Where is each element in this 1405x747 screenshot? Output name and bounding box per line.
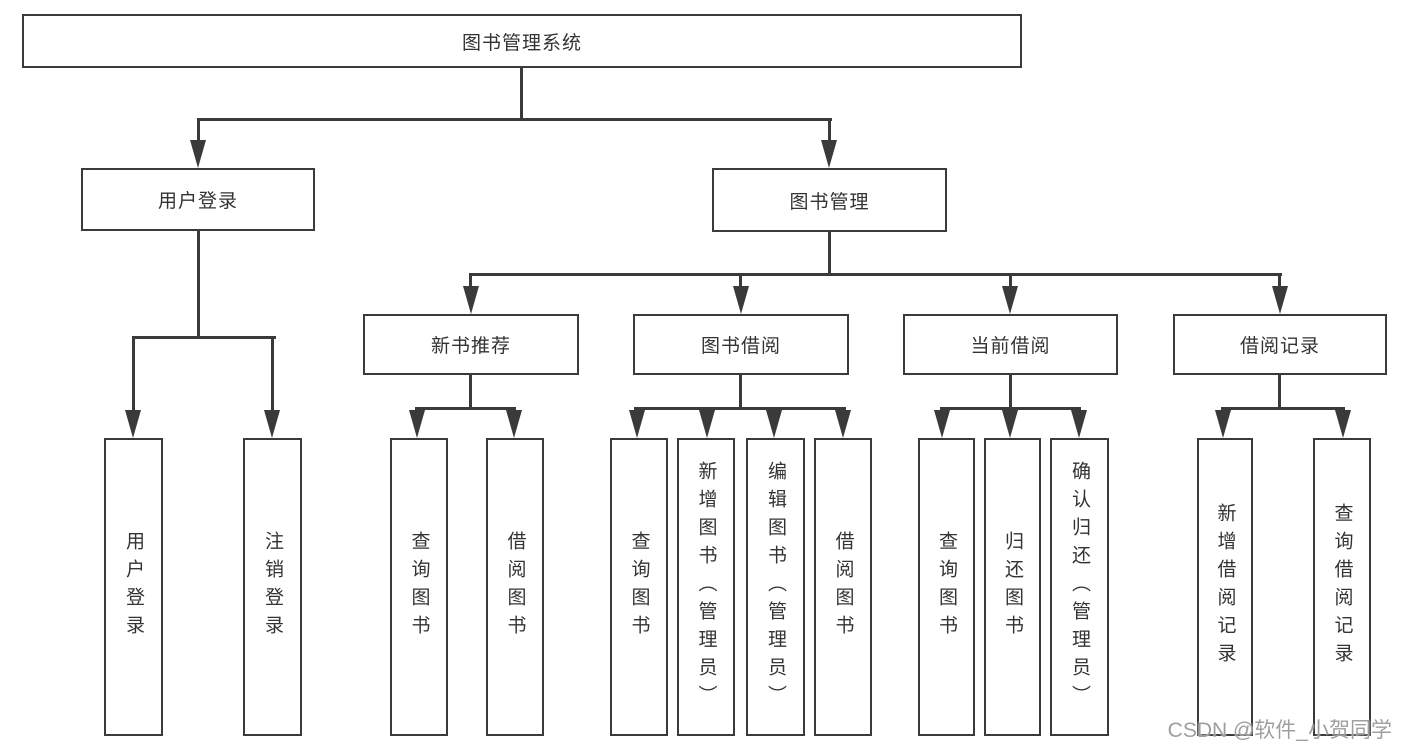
- leaf-query-book-borrow: 查询图书: [610, 438, 668, 736]
- leaf-borrow-book-recommend-label: 借阅图书: [504, 531, 526, 643]
- leaf-borrow-book-recommend: 借阅图书: [486, 438, 544, 736]
- leaf-borrow-book: 借阅图书: [814, 438, 872, 736]
- connector-current-stem: [1009, 375, 1012, 410]
- arrow-down-icon: [463, 286, 479, 314]
- arrow-down-icon: [506, 410, 522, 438]
- node-new-book-recommend: 新书推荐: [363, 314, 579, 375]
- arrow-down-icon: [125, 410, 141, 438]
- csdn-watermark: CSDN @软件_小贺同学: [1167, 719, 1392, 742]
- leaf-add-book-admin-label: 新增图书（管理员）: [695, 461, 717, 713]
- leaf-query-book-current-label: 查询图书: [936, 531, 957, 643]
- leaf-add-borrow-record-label: 新增借阅记录: [1214, 503, 1236, 671]
- arrow-down-icon: [733, 286, 749, 314]
- leaf-confirm-return-admin-label: 确认归还（管理员）: [1069, 461, 1090, 713]
- connector-borrow-stem: [739, 375, 742, 410]
- leaf-add-book-admin: 新增图书（管理员）: [677, 438, 735, 736]
- connector-user-login-arrow-stem: [197, 118, 200, 146]
- arrow-down-icon: [1071, 410, 1087, 438]
- leaf-edit-book-admin: 编辑图书（管理员）: [746, 438, 805, 736]
- leaf-edit-book-admin-label: 编辑图书（管理员）: [765, 461, 786, 713]
- node-new-book-recommend-label: 新书推荐: [430, 336, 511, 357]
- arrow-down-icon: [1272, 286, 1288, 314]
- arrow-down-icon: [699, 410, 715, 438]
- node-current-borrow: 当前借阅: [903, 314, 1118, 375]
- leaf-query-book-current: 查询图书: [918, 438, 975, 736]
- connector-book-mgmt-arrow-stem: [828, 118, 831, 146]
- node-user-login-label: 用户登录: [157, 191, 238, 212]
- arrow-down-icon: [409, 410, 425, 438]
- connector-leaf-stem: [132, 336, 135, 414]
- connector-recommend-bar: [415, 407, 516, 410]
- connector-records-bar: [1221, 407, 1345, 410]
- connector-level3-stem: [1278, 273, 1281, 290]
- leaf-user-login: 用户登录: [104, 438, 163, 736]
- arrow-down-icon: [1335, 410, 1351, 438]
- node-user-login: 用户登录: [81, 168, 315, 231]
- leaf-logout: 注销登录: [243, 438, 302, 736]
- arrow-down-icon: [264, 410, 280, 438]
- leaf-logout-label: 注销登录: [262, 531, 283, 643]
- leaf-user-login-label: 用户登录: [123, 531, 144, 643]
- connector-level2-bar: [197, 118, 832, 121]
- leaf-borrow-book-label: 借阅图书: [832, 531, 854, 643]
- connector-leaf-stem: [271, 336, 274, 414]
- leaf-return-book-label: 归还图书: [1002, 531, 1023, 643]
- node-borrow-records: 借阅记录: [1173, 314, 1387, 375]
- leaf-query-borrow-record: 查询借阅记录: [1313, 438, 1371, 736]
- connector-current-bar: [940, 407, 1081, 410]
- connector-level3-stem: [469, 273, 472, 290]
- connector-level3-stem: [1009, 273, 1012, 290]
- arrow-down-icon: [1002, 286, 1018, 314]
- connector-level3-bar: [469, 273, 1282, 276]
- node-book-borrow: 图书借阅: [633, 314, 849, 375]
- arrow-down-icon: [934, 410, 950, 438]
- arrow-down-icon: [1215, 410, 1231, 438]
- arrow-down-icon: [190, 140, 206, 168]
- node-root-label: 图书管理系统: [461, 32, 582, 54]
- leaf-confirm-return-admin: 确认归还（管理员）: [1050, 438, 1109, 736]
- node-book-borrow-label: 图书借阅: [700, 336, 781, 357]
- connector-root-stem: [520, 68, 523, 120]
- connector-borrow-bar: [634, 407, 846, 410]
- arrow-down-icon: [835, 410, 851, 438]
- arrow-down-icon: [629, 410, 645, 438]
- connector-recommend-stem: [469, 375, 472, 410]
- node-borrow-records-label: 借阅记录: [1239, 336, 1320, 357]
- node-root-system: 图书管理系统: [22, 14, 1022, 68]
- leaf-query-book-recommend-label: 查询图书: [408, 531, 430, 643]
- connector-level3-stem: [739, 273, 742, 290]
- arrow-down-icon: [821, 140, 837, 168]
- arrow-down-icon: [766, 410, 782, 438]
- leaf-query-borrow-record-label: 查询借阅记录: [1331, 503, 1353, 671]
- node-book-management-label: 图书管理: [789, 191, 870, 213]
- connector-user-login-bar: [132, 336, 276, 339]
- node-current-borrow-label: 当前借阅: [970, 336, 1051, 357]
- connector-user-login-stem: [197, 231, 200, 339]
- connector-book-mgmt-stem: [828, 232, 831, 276]
- connector-records-stem: [1278, 375, 1281, 410]
- leaf-query-book-recommend: 查询图书: [390, 438, 448, 736]
- leaf-return-book: 归还图书: [984, 438, 1041, 736]
- arrow-down-icon: [1002, 410, 1018, 438]
- leaf-add-borrow-record: 新增借阅记录: [1197, 438, 1253, 736]
- leaf-query-book-borrow-label: 查询图书: [628, 531, 650, 643]
- node-book-management: 图书管理: [712, 168, 947, 232]
